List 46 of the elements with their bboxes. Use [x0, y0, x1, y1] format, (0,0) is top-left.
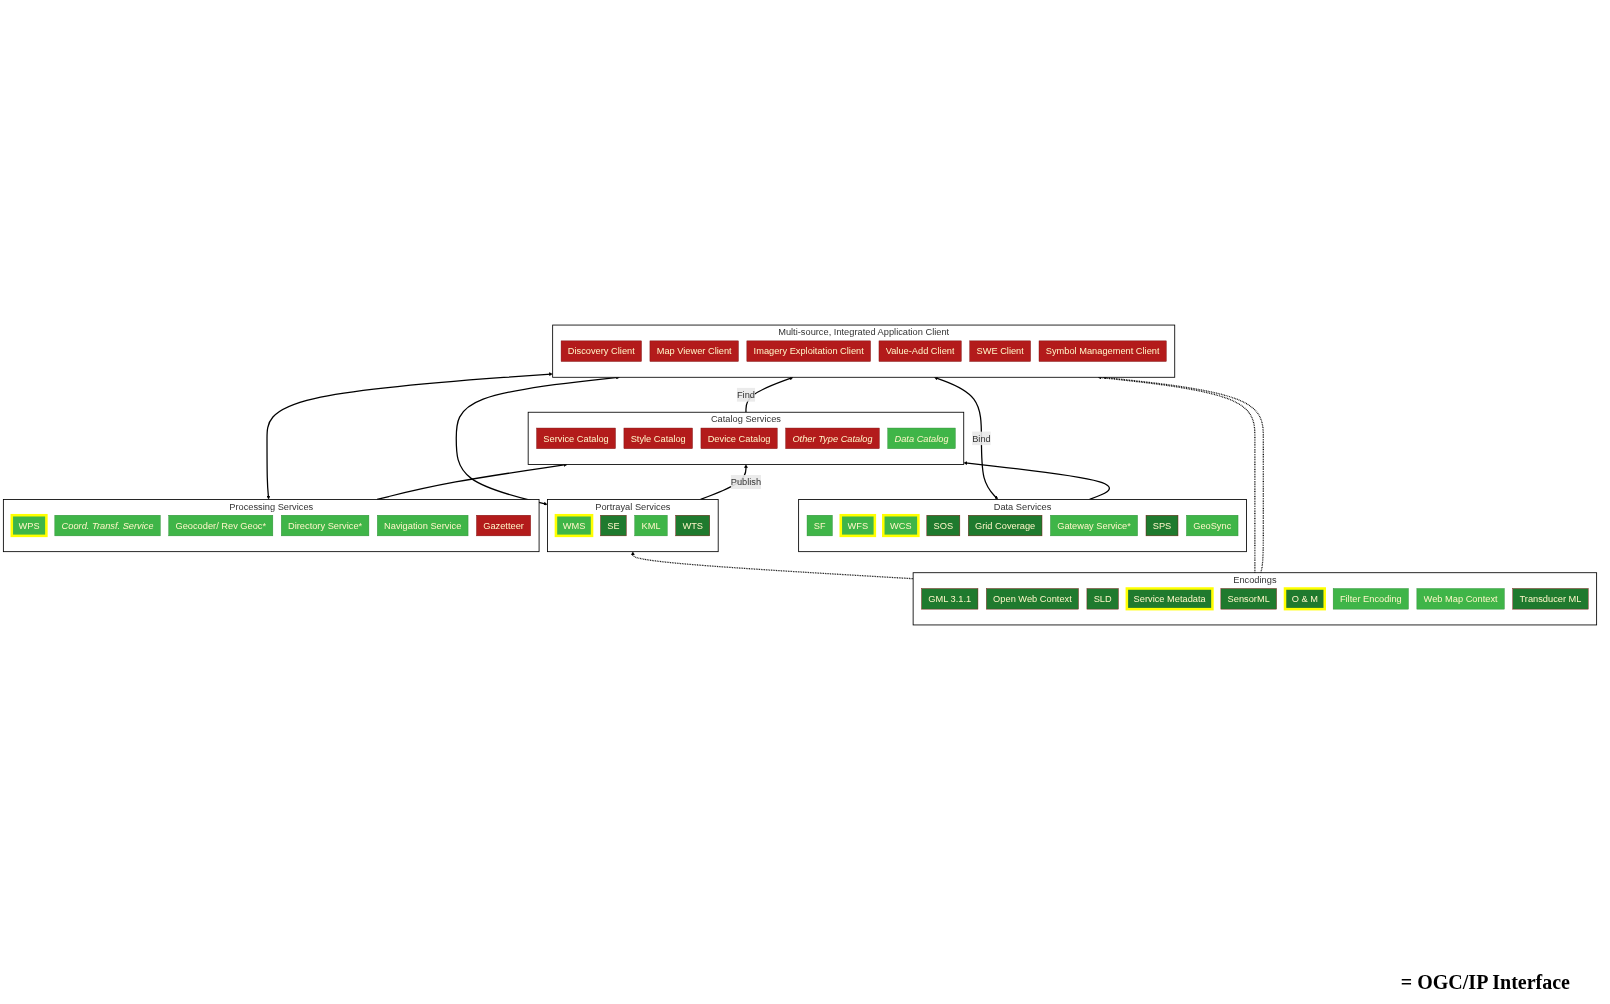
node-box: Coord. Transf. Service: [54, 515, 161, 537]
node-box: SWE Client: [969, 340, 1031, 362]
node-box: Value-Add Client: [878, 340, 962, 362]
node-box: Imagery Exploitation Client: [746, 340, 871, 362]
arrow: [963, 461, 1110, 501]
edge-label: Publish: [730, 476, 762, 488]
arrow: [745, 376, 794, 413]
node-box: SLD: [1086, 588, 1119, 610]
node-box: O & M: [1283, 587, 1326, 611]
node-box: SE: [600, 515, 627, 537]
node-box: Service Catalog: [536, 427, 616, 449]
node-box: Discovery Client: [560, 340, 642, 362]
node-box: SPS: [1145, 515, 1179, 537]
node-box: WTS: [675, 515, 710, 537]
node-box: Other Type Catalog: [785, 427, 880, 449]
node-box: Symbol Management Client: [1038, 340, 1167, 362]
node-box: Web Map Context: [1416, 588, 1505, 610]
node-box: Service Metadata: [1125, 587, 1214, 611]
node-box: GML 3.1.1: [921, 588, 979, 610]
arrow: [266, 372, 553, 500]
node-box: WCS: [882, 513, 920, 538]
edge-label: Bind: [972, 433, 991, 444]
node-box: WFS: [839, 513, 877, 538]
node-box: Style Catalog: [623, 427, 693, 449]
legend-note: = OGC/IP Interface: [1400, 971, 1570, 994]
edge-label: Find: [736, 389, 755, 401]
node-box: SensorML: [1220, 588, 1277, 610]
node-box: WPS: [10, 513, 48, 538]
node-box: GeoSync: [1186, 515, 1239, 537]
node-box: Navigation Service: [377, 515, 469, 537]
node-box: Gateway Service*: [1050, 515, 1138, 537]
node-box: Open Web Context: [986, 588, 1079, 610]
node-box: Grid Coverage: [968, 515, 1043, 537]
node-box: Geocoder/ Rev Geoc*: [168, 515, 274, 537]
node-box: WMS: [554, 513, 594, 538]
node-box: Gazetteer: [476, 515, 531, 537]
node-box: KML: [634, 515, 668, 537]
node-box: Device Catalog: [700, 427, 778, 449]
arrow: [934, 376, 998, 500]
node-box: Directory Service*: [281, 515, 370, 537]
node-box: Map Viewer Client: [649, 340, 739, 362]
node-box: Data Catalog: [887, 427, 956, 449]
node-box: SOS: [926, 515, 961, 537]
node-box: SF: [806, 515, 833, 537]
node-box: Filter Encoding: [1332, 588, 1409, 610]
node-box: Transducer ML: [1512, 588, 1589, 610]
